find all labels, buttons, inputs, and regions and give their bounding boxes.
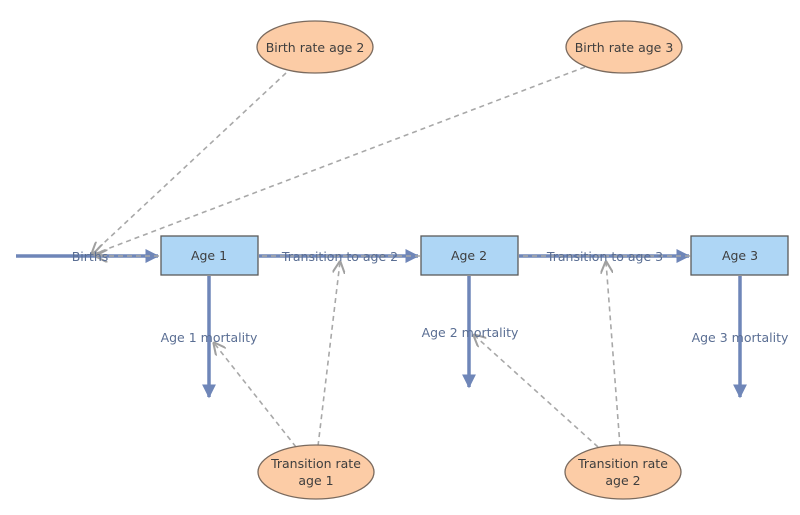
age3-mortality-label[interactable]: Age 3 mortality: [692, 330, 789, 345]
link-birth-rate-age2-to-births: [92, 72, 287, 254]
variable-birth-rate-age2[interactable]: Birth rate age 2: [256, 20, 374, 74]
link-transition-rate-age2-to-transition: [606, 262, 621, 447]
transition-rate-age1-label-line2: age 1: [298, 473, 333, 488]
stock-age3[interactable]: Age 3: [690, 235, 789, 276]
link-transition-rate-age1-to-mortality: [214, 343, 297, 448]
transition-rate-age1-label-line1: Transition rate: [270, 456, 361, 471]
transition-to-age-2-label[interactable]: Transition to age 2: [281, 249, 398, 264]
stock-age2-label: Age 2: [451, 248, 487, 263]
link-transition-rate-age2-to-mortality: [474, 335, 599, 448]
variable-transition-rate-age1[interactable]: Transition rate age 1: [257, 444, 375, 500]
birth-rate-age2-label: Birth rate age 2: [266, 40, 365, 55]
variable-birth-rate-age3[interactable]: Birth rate age 3: [565, 20, 683, 74]
age2-mortality-label[interactable]: Age 2 mortality: [422, 325, 519, 340]
stock-age3-label: Age 3: [722, 248, 758, 263]
link-transition-rate-age1-to-transition: [317, 262, 340, 447]
transition-rate-age2-label-line1: Transition rate: [577, 456, 668, 471]
transition-rate-age2-label-line2: age 2: [605, 473, 640, 488]
link-birth-rate-age3-to-births: [94, 66, 586, 254]
stock-age2[interactable]: Age 2: [420, 235, 519, 276]
stock-age1-label: Age 1: [191, 248, 227, 263]
dependency-links: [92, 66, 690, 448]
age1-mortality-label[interactable]: Age 1 mortality: [161, 330, 258, 345]
births-label[interactable]: Births: [72, 249, 109, 264]
birth-rate-age3-label: Birth rate age 3: [575, 40, 674, 55]
flow-labels: Births Transition to age 2 Transition to…: [72, 249, 789, 345]
flow-arrows: [16, 249, 747, 399]
transition-to-age-3-label[interactable]: Transition to age 3: [546, 249, 663, 264]
variable-transition-rate-age2[interactable]: Transition rate age 2: [564, 444, 682, 500]
stock-age1[interactable]: Age 1: [160, 235, 259, 276]
